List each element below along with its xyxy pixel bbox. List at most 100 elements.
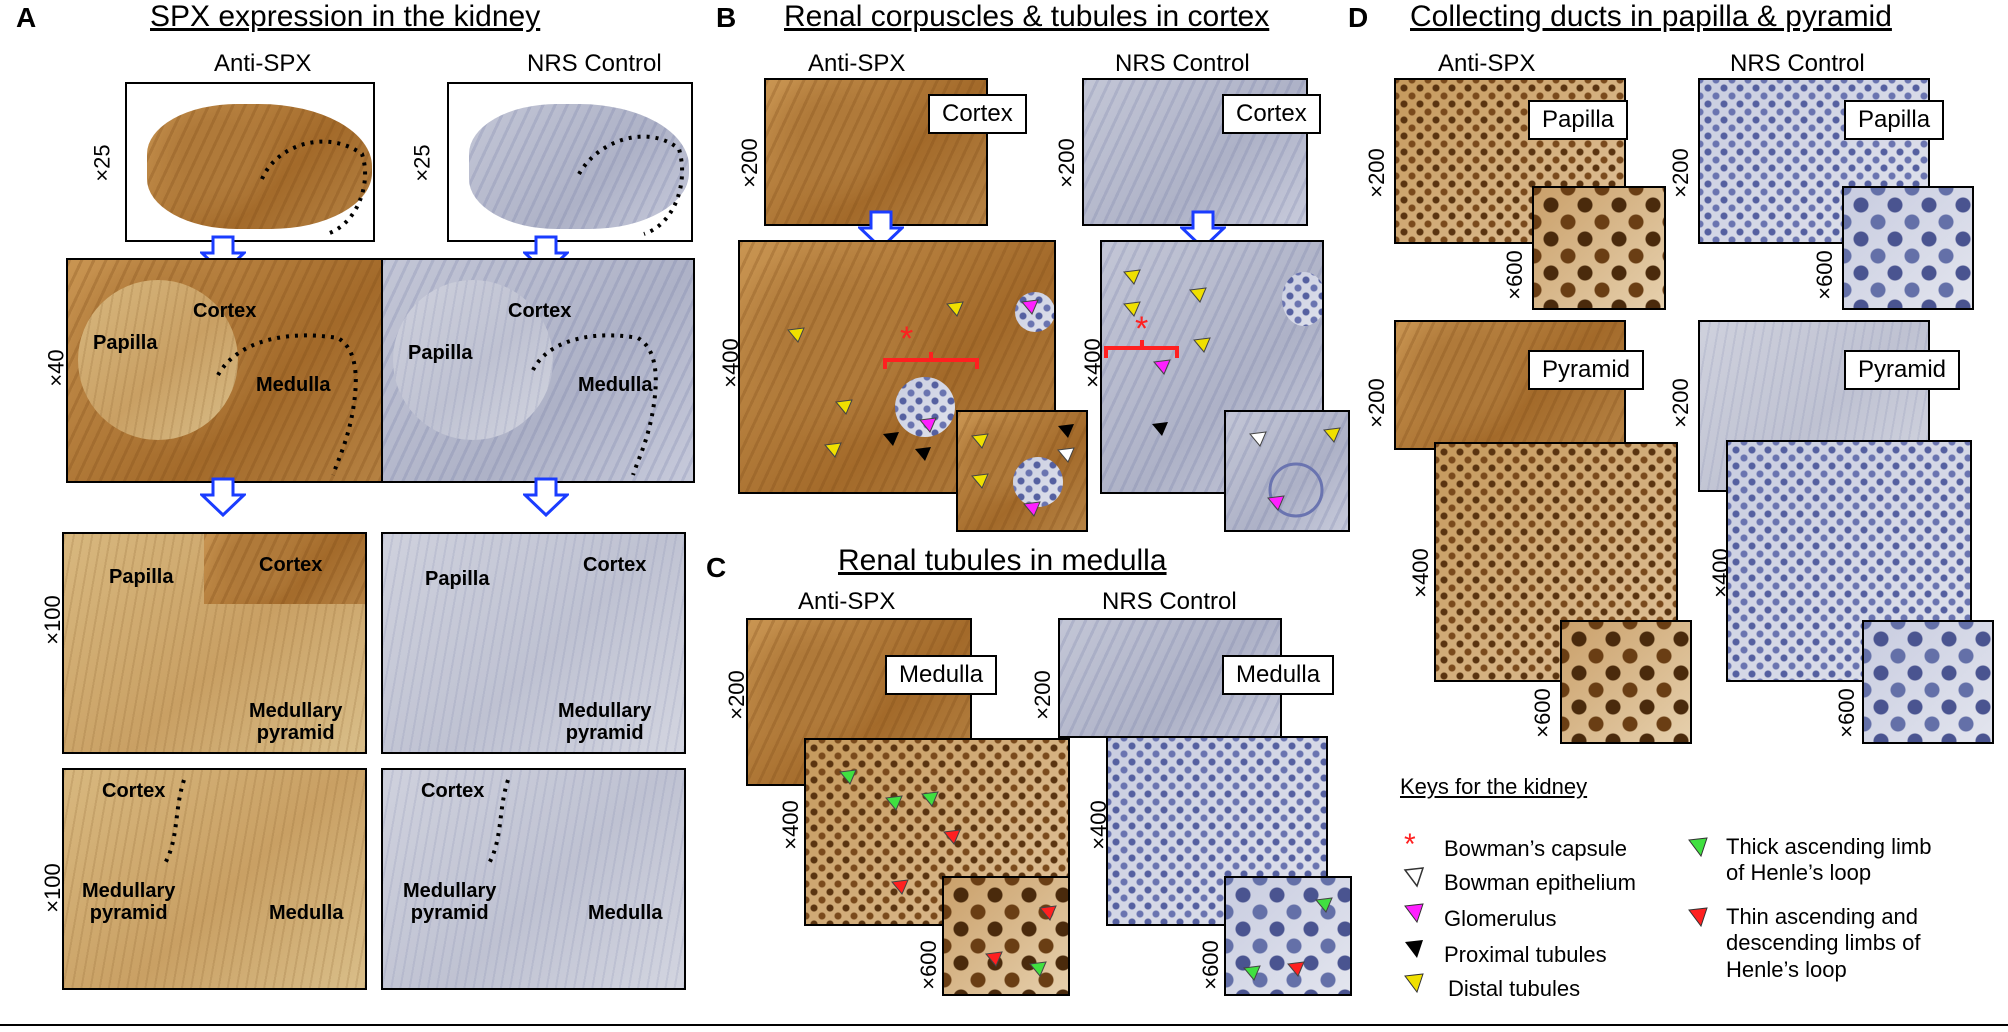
region-medulla: Medulla <box>256 374 331 396</box>
key-distal-tubules: Distal tubules <box>1448 976 1581 1001</box>
panel-b-mag-200-right: ×200 <box>1053 138 1079 188</box>
pyramid-antispx-x600-inset <box>1560 620 1692 744</box>
key-bowman-epithelium: Bowman epithelium <box>1444 870 1636 895</box>
box-label-medulla: Medulla <box>1222 655 1335 695</box>
box-label-pyramid: Pyramid <box>1528 350 1645 390</box>
box-label-cortex: Cortex <box>1222 94 1321 134</box>
panel-d-mag-200-left-papilla: ×200 <box>1363 148 1389 198</box>
kidney-section-antispx-x40: Cortex Papilla Medulla <box>66 258 403 483</box>
panel-d-letter: D <box>1348 2 1369 33</box>
down-arrow-icon <box>200 477 246 517</box>
pyramid-nrs-x600-inset <box>1862 620 1994 744</box>
svg-text:*: * <box>1404 830 1416 854</box>
box-label-medulla: Medulla <box>885 655 998 695</box>
panel-d-col-right: NRS Control <box>1730 50 1865 77</box>
panel-b-title: Renal corpuscles & tubules in cortex <box>784 0 1270 33</box>
region-papilla: Papilla <box>408 342 473 364</box>
bottom-rule <box>0 1024 2008 1026</box>
panel-d-mag-200-right-pyramid: ×200 <box>1667 378 1693 428</box>
kidney-section-nrs-x25 <box>447 82 693 242</box>
panel-a-mag-25-right: ×25 <box>409 144 435 182</box>
panel-d-mag-400-left: ×400 <box>1407 548 1433 598</box>
region-medullary-pyramid-l2: pyramid <box>410 902 489 924</box>
region-medullary-pyramid-l2: pyramid <box>565 722 644 744</box>
panel-a-letter: A <box>16 2 37 33</box>
box-label-cortex: Cortex <box>928 94 1027 134</box>
box-label-papilla: Papilla <box>1528 100 1629 140</box>
region-papilla: Papilla <box>93 332 158 354</box>
down-arrow-icon <box>1180 210 1226 250</box>
region-cortex: Cortex <box>102 780 166 802</box>
region-cortex: Cortex <box>259 554 323 576</box>
white-arrowhead-icon <box>1403 867 1425 888</box>
panel-a-col-right: NRS Control <box>527 50 662 77</box>
red-arrowhead-icon <box>1688 907 1708 928</box>
panel-c-mag-200-right: ×200 <box>1029 670 1055 720</box>
region-medullary-pyramid-l1: Medullary <box>249 700 343 722</box>
black-arrowhead-icon <box>1405 940 1423 958</box>
region-cortex: Cortex <box>193 300 257 322</box>
region-papilla: Papilla <box>425 568 490 590</box>
box-label-papilla: Papilla <box>1844 100 1945 140</box>
key-glomerulus: Glomerulus <box>1444 906 1557 931</box>
kidney-section-antispx-x25 <box>125 82 375 242</box>
region-medullary-pyramid-l1: Medullary <box>82 880 176 902</box>
down-arrow-icon <box>523 477 569 517</box>
svg-text:*: * <box>1135 310 1148 348</box>
papilla-antispx-x600-inset <box>1532 186 1666 310</box>
key-thick-ascending-limb-l2: of Henle’s loop <box>1726 860 1872 886</box>
cortex-antispx-x600-inset <box>956 410 1088 532</box>
region-medulla: Medulla <box>578 374 653 396</box>
kidney-section-nrs-x40: Cortex Papilla Medulla <box>381 258 695 483</box>
panel-c-title: Renal tubules in medulla <box>838 544 1167 577</box>
red-asterisk-icon: * <box>1404 830 1416 854</box>
green-arrowhead-icon <box>1688 837 1708 858</box>
key-bowmans-capsule: Bowman’s capsule <box>1444 836 1628 861</box>
magenta-arrowhead-icon <box>1404 903 1424 924</box>
region-cortex: Cortex <box>421 780 485 802</box>
svg-text:*: * <box>900 320 913 358</box>
panel-a-col-left: Anti-SPX <box>214 50 312 77</box>
key-thick-ascending-limb-l1: Thick ascending limb <box>1726 834 1932 859</box>
region-medullary-pyramid-l2: pyramid <box>89 902 168 924</box>
region-medullary-pyramid-l2: pyramid <box>256 722 335 744</box>
keys-title: Keys for the kidney <box>1400 774 1588 799</box>
panel-c-mag-600-left: ×600 <box>915 940 941 990</box>
key-thin-limbs-l1: Thin ascending and <box>1726 904 1919 929</box>
panel-a-mag-25-left: ×25 <box>89 144 115 182</box>
panel-c-mag-600-right: ×600 <box>1197 940 1223 990</box>
medulla-nrs-x600-inset <box>1224 876 1352 996</box>
region-cortex: Cortex <box>508 300 572 322</box>
panel-b-mag-200-left: ×200 <box>736 138 762 188</box>
box-label-pyramid: Pyramid <box>1844 350 1961 390</box>
panel-d-mag-600-left-pyramid: ×600 <box>1529 688 1555 738</box>
panel-d-mag-200-left-pyramid: ×200 <box>1363 378 1389 428</box>
panel-d-mag-600-left-papilla: ×600 <box>1501 250 1527 300</box>
panel-c-col-right: NRS Control <box>1102 588 1237 615</box>
panel-a-title: SPX expression in the kidney <box>150 0 541 33</box>
papilla-nrs-x600-inset <box>1842 186 1974 310</box>
medulla-antispx-x600-inset <box>942 876 1070 996</box>
panel-d-mag-200-right-papilla: ×200 <box>1667 148 1693 198</box>
panel-b-letter: B <box>716 2 737 33</box>
panel-d-mag-600-right-papilla: ×600 <box>1811 250 1837 300</box>
yellow-arrowhead-icon <box>1404 973 1424 994</box>
panel-d-mag-600-right-pyramid: ×600 <box>1833 688 1859 738</box>
cortex-nrs-x600-inset <box>1224 410 1350 532</box>
region-medullary-pyramid-l1: Medullary <box>403 880 497 902</box>
region-cortex: Cortex <box>583 554 647 576</box>
down-arrow-icon <box>858 210 904 250</box>
panel-c-mag-400-left: ×400 <box>777 800 803 850</box>
key-proximal-tubules: Proximal tubules <box>1444 942 1607 967</box>
key-thin-limbs-l2: descending limbs of <box>1726 930 1921 956</box>
region-medulla: Medulla <box>269 902 344 924</box>
